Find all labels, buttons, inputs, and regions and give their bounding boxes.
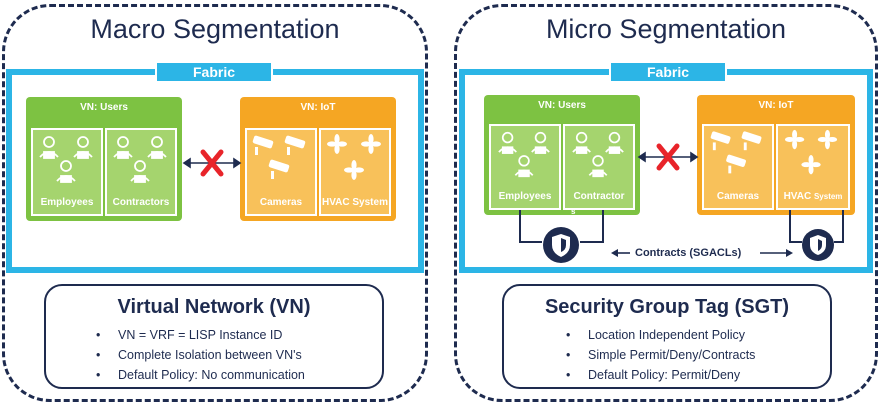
user-icon [572,131,624,178]
micro-info-bullet: Default Policy: Permit/Deny [566,365,830,385]
macro-hvac-label: HVAC System [322,197,388,208]
micro-info-list: Location Independent Policy Simple Permi… [566,325,830,385]
micro-info-bullet: Location Independent Policy [566,325,830,345]
camera-icon [710,131,762,174]
micro-cameras-group: Cameras [702,124,774,210]
micro-hvac-label-main: HVAC [783,191,812,202]
macro-title: Macro Segmentation [90,14,340,44]
deny-x-icon [200,149,224,177]
micro-employees-group: Employees [489,124,561,210]
micro-info-bullet: Simple Permit/Deny/Contracts [566,345,830,365]
macro-hvac-group: HVAC System [319,128,391,216]
macro-deny-connector [182,149,242,177]
micro-info-box: Security Group Tag (SGT) Location Indepe… [502,284,832,389]
macro-info-title: Virtual Network (VN) [117,296,311,318]
micro-deny-connector [637,143,699,171]
macro-info-list: VN = VRF = LISP Instance ID Complete Iso… [96,325,382,385]
macro-employees-group: Employees [31,128,103,216]
shield-icon [802,229,834,261]
camera-icon [252,135,306,179]
micro-employees-label: Employees [498,191,552,202]
macro-info-bullet: VN = VRF = LISP Instance ID [96,325,382,345]
micro-segmentation-panel [454,4,878,402]
micro-vn-users-label: VN: Users [538,100,586,111]
macro-contractors-group: Contractors [105,128,177,216]
macro-employees-label: Employees [40,197,94,208]
user-icon [113,136,167,183]
micro-fabric-tag: Fabric [609,61,727,83]
micro-cameras-label: Cameras [716,191,760,202]
deny-x-icon [656,143,680,171]
shield-icon [543,227,579,263]
macro-vn-iot-label: VN: IoT [300,102,336,113]
micro-hvac-group: HVAC System [776,124,850,210]
user-icon [39,136,93,183]
micro-hvac-label-suffix: System [813,192,843,201]
macro-cameras-label: Cameras [259,197,303,208]
macro-contractors-label: Contractors [112,197,170,208]
macro-vn-users-label: VN: Users [80,102,128,113]
micro-contractor-label: Contractor [573,191,625,202]
micro-sgt-connectors [519,210,844,263]
macro-info-bullet: Complete Isolation between VN's [96,345,382,365]
micro-stray-mark: s [571,207,576,216]
fan-icon [327,134,381,180]
macro-info-bullet: Default Policy: No communication [96,365,382,385]
macro-segmentation-panel [2,4,428,402]
micro-info-title: Security Group Tag (SGT) [544,296,790,318]
micro-hvac-label: HVAC System [778,191,848,202]
macro-fabric-tag: Fabric [155,61,273,83]
micro-contractor-group: Contractor [563,124,635,210]
micro-title: Micro Segmentation [545,14,787,44]
macro-info-box: Virtual Network (VN) VN = VRF = LISP Ins… [44,284,384,389]
contracts-label: Contracts (SGACLs) [635,247,742,259]
macro-cameras-group: Cameras [245,128,317,216]
micro-vn-iot-label: VN: IoT [758,100,794,111]
fan-icon [784,129,838,175]
user-icon [498,131,550,178]
